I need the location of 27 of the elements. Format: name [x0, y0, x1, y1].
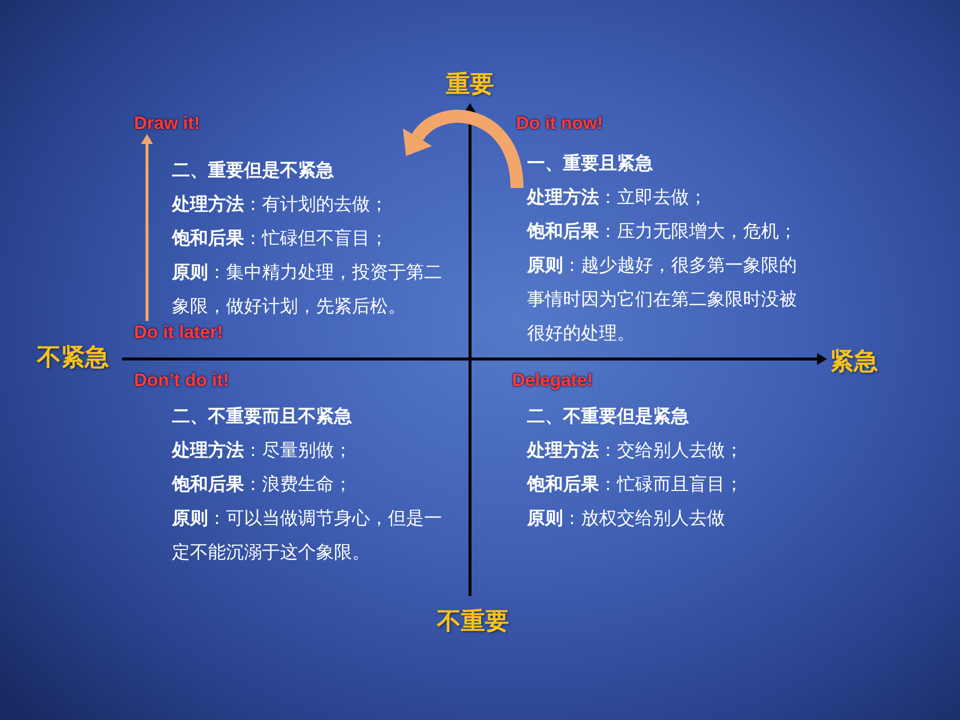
quadrant-text: 饱和后果：忙碌但不盲目；	[172, 227, 388, 250]
quadrant-title: 二、不重要但是紧急	[527, 405, 689, 428]
action-label: Delegate!	[512, 369, 594, 391]
quadrant-text: 饱和后果：忙碌而且盲目；	[527, 473, 743, 496]
quadrant-text: 处理方法：有计划的去做；	[172, 193, 388, 216]
quadrant-title: 二、重要但是不紧急	[172, 159, 334, 182]
curved-arrow	[404, 110, 524, 189]
quadrant-text: 原则：越少越好，很多第一象限的事情时因为它们在第二象限时没被很好的处理。	[527, 254, 798, 345]
quadrant-text: 处理方法：交给别人去做；	[527, 439, 743, 462]
axis-label: 紧急	[830, 347, 878, 377]
quadrant-text: 原则：可以当做调节身心，但是一定不能沉溺于这个象限。	[172, 507, 443, 564]
action-label: Draw it!	[134, 112, 200, 134]
axis-label: 重要	[446, 70, 494, 100]
axis-label: 不重要	[437, 607, 509, 637]
action-label: Don’t do it!	[134, 369, 229, 391]
action-label: Do it later!	[134, 321, 224, 343]
quadrant-text: 原则：放权交给别人去做	[527, 507, 725, 530]
quadrant-text: 处理方法：立即去做；	[527, 186, 707, 209]
quadrant-title: 二、不重要而且不紧急	[172, 405, 352, 428]
action-label: Do it now!	[516, 112, 603, 134]
arrow	[141, 134, 153, 321]
axis-label: 不紧急	[37, 343, 109, 373]
quadrant-text: 原则：集中精力处理，投资于第二象限，做好计划，先紧后松。	[172, 261, 443, 318]
quadrant-text: 饱和后果：浪费生命；	[172, 473, 352, 496]
quadrant-text: 处理方法：尽量别做；	[172, 439, 352, 462]
quadrant-title: 一、重要且紧急	[527, 152, 653, 175]
quadrant-text: 饱和后果：压力无限增大，危机；	[527, 220, 797, 243]
